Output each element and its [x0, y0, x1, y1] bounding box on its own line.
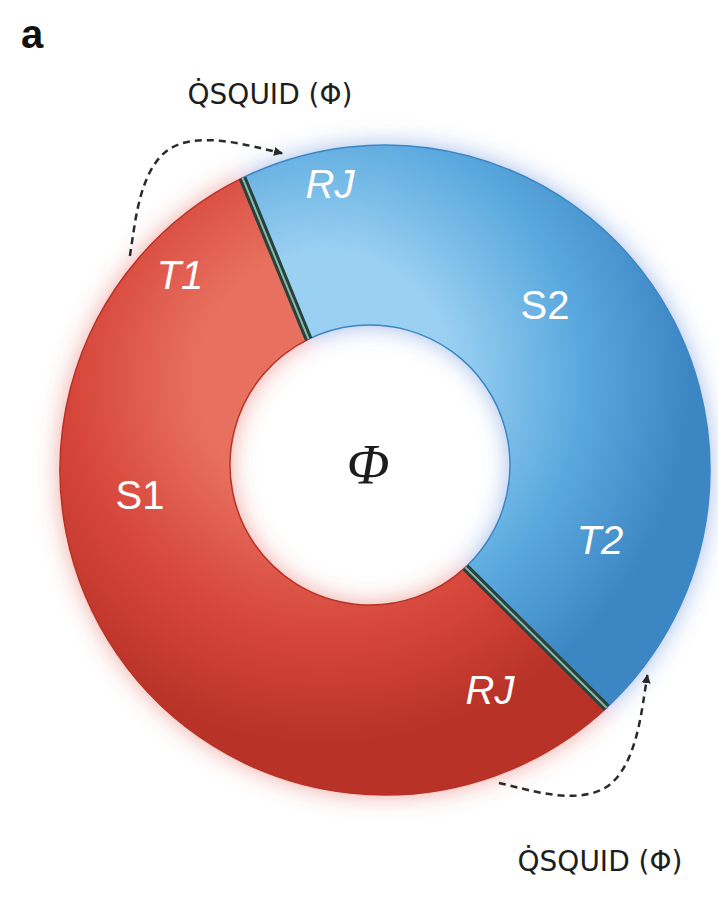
ring-part-label: S2 — [521, 285, 570, 325]
junction-highlight — [465, 567, 606, 707]
heat-current-label: Q̇SQUID (Φ) — [184, 79, 357, 111]
ring-part-label: T2 — [577, 520, 624, 560]
ring-part-label: RJ — [306, 164, 355, 204]
panel-letter: a — [21, 14, 43, 54]
ring-glow — [60, 145, 710, 795]
junction-barrier — [465, 567, 606, 707]
ring-part-label: S1 — [116, 475, 165, 515]
junction-barrier — [243, 178, 309, 339]
ring-sector — [243, 145, 710, 708]
junction-highlight — [243, 178, 309, 339]
flux-symbol: Φ — [347, 437, 390, 493]
ring-part-label: RJ — [466, 670, 515, 710]
ring-part-label: T1 — [157, 255, 204, 295]
heat-current-label: Q̇SQUID (Φ) — [514, 846, 687, 878]
